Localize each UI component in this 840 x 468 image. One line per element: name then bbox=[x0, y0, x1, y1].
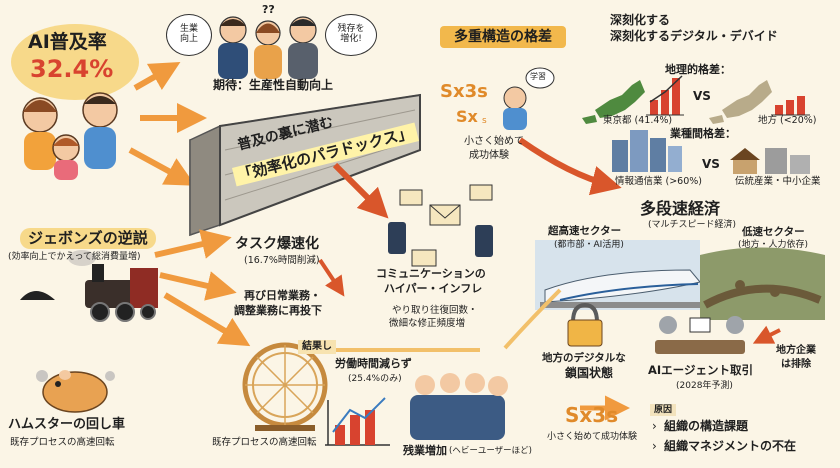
sx-logo-2: Sx bbox=[456, 107, 478, 126]
lock-line-2: 鎖国状態 bbox=[565, 366, 614, 380]
fast-sector-sub: (都市部・AI活用) bbox=[554, 240, 624, 250]
causes-label: 原因 bbox=[650, 404, 677, 417]
slow-sector-sub: (地方・人力依存) bbox=[738, 240, 809, 250]
ai-rate-value: 32.4% bbox=[30, 55, 114, 83]
comm-sub-2: 微細な修正頻度増 bbox=[389, 318, 466, 329]
local-bars bbox=[771, 96, 810, 116]
cause-item-1: 組織の構造課題 bbox=[664, 419, 749, 433]
traditional-buildings bbox=[730, 148, 810, 174]
divide-title-1: 深刻化する bbox=[610, 13, 671, 27]
hamster-wheel-illustration bbox=[242, 342, 328, 431]
multi-title: 多段速経済 bbox=[640, 199, 721, 218]
agent-title: AIエージェント取引 bbox=[648, 363, 753, 377]
ai-rate-blob bbox=[11, 24, 139, 100]
reinvest-line-2: 調整業務に再投下 bbox=[234, 304, 322, 317]
geo-tokyo: 東京都 (41.4%) bbox=[603, 115, 673, 126]
communication-illustration bbox=[388, 184, 493, 267]
jevons-subtitle: (効率向上でかえって総消費量増) bbox=[8, 252, 141, 262]
industry-title: 業種間格差： bbox=[670, 127, 736, 140]
industry-it: 情報通信業 (>60%) bbox=[615, 176, 703, 187]
ai-rate-title: AI普及率 bbox=[28, 31, 107, 53]
comm-title-1: コミュニケーションの bbox=[376, 267, 486, 280]
overtime-bubble: 残存を 増化! bbox=[325, 14, 377, 56]
divide-header: 多重構造の格差 bbox=[440, 26, 566, 49]
cause-bullet-1: › bbox=[652, 419, 657, 433]
expectation-label: 期待：生産性自動向上 bbox=[213, 78, 334, 92]
family-illustration bbox=[22, 92, 118, 180]
ai-agents-illustration bbox=[655, 316, 745, 354]
fast-sector-title: 超高速セクター bbox=[548, 225, 622, 237]
sx-bottom-caption: 小さく始めて成功体験 bbox=[547, 432, 638, 442]
cause-item-2: 組織マネジメントの不在 bbox=[664, 439, 797, 453]
wheel-caption: 既存プロセスの高速回転 bbox=[212, 437, 317, 448]
bullet-train-scene bbox=[535, 240, 705, 310]
overtime-subtitle: (ヘビーユーザーほど) bbox=[449, 446, 532, 456]
sx-caption-2: 成功体験 bbox=[469, 150, 509, 161]
geo-title: 地理的格差： bbox=[665, 63, 731, 76]
hamster-subtitle: 既存プロセスの高速回転 bbox=[10, 437, 115, 448]
comm-sub-1: やり取り往復回数・ bbox=[392, 305, 478, 316]
tokyo-bars bbox=[646, 75, 684, 116]
business-people-illustration bbox=[218, 16, 318, 79]
agent-exclude-2: は排除 bbox=[781, 359, 811, 370]
task-title: タスク爆速化 bbox=[235, 236, 319, 252]
sx-caption-1: 小さく始めて bbox=[464, 136, 524, 147]
multi-subtitle: (マルチスピード経済) bbox=[648, 220, 737, 230]
locomotive-illustration bbox=[20, 250, 158, 322]
industry-vs: VS bbox=[702, 157, 720, 171]
jevons-title: ジェボンズの逆説 bbox=[20, 228, 156, 250]
industry-trad: 伝統産業・中小企業 bbox=[735, 176, 821, 187]
hamster-title: ハムスターの回し車 bbox=[8, 417, 126, 432]
geo-local: 地方 (<20%) bbox=[758, 115, 817, 126]
sx-speech: 学習 bbox=[530, 72, 546, 81]
productivity-bubble: 生業 向上 bbox=[166, 14, 212, 56]
hamster-illustration bbox=[36, 370, 115, 413]
comm-title-2: ハイパー・インフレ bbox=[384, 282, 483, 295]
rural-scene bbox=[700, 247, 825, 320]
sx-person-illustration bbox=[503, 67, 555, 130]
it-buildings bbox=[612, 130, 682, 172]
result-bar-chart bbox=[325, 397, 390, 446]
cause-bullet-2: › bbox=[652, 439, 657, 453]
reinvest-line-1: 再び日常業務・ bbox=[244, 289, 321, 302]
sx-logo-1: Sx3s bbox=[440, 81, 488, 102]
result-subtitle: (25.4%のみ) bbox=[348, 374, 402, 384]
question-bubble: ?? bbox=[262, 3, 275, 16]
task-subtitle: (16.7%時間削減) bbox=[244, 255, 320, 266]
divide-title-2: 深刻化するデジタル・デバイド bbox=[610, 29, 778, 43]
lock-line-1: 地方のデジタルな bbox=[542, 352, 626, 364]
sx-logo-2-sub: s bbox=[482, 116, 487, 126]
overtime-workers-illustration bbox=[410, 373, 508, 440]
result-title: 労働時間減らず bbox=[335, 357, 412, 370]
geo-vs: VS bbox=[693, 89, 711, 103]
lock-illustration bbox=[567, 302, 603, 347]
result-label: 結果し bbox=[298, 340, 336, 354]
sx-bottom-logo: Sx3s bbox=[565, 403, 619, 427]
agent-subtitle: (2028年予測) bbox=[676, 381, 733, 391]
japan-map-local bbox=[709, 80, 772, 124]
agent-exclude-1: 地方企業 bbox=[776, 345, 816, 356]
japan-map-tokyo bbox=[582, 80, 645, 124]
slow-sector-title: 低速セクター bbox=[742, 226, 805, 238]
overtime-label: 残業増加 bbox=[403, 444, 447, 457]
